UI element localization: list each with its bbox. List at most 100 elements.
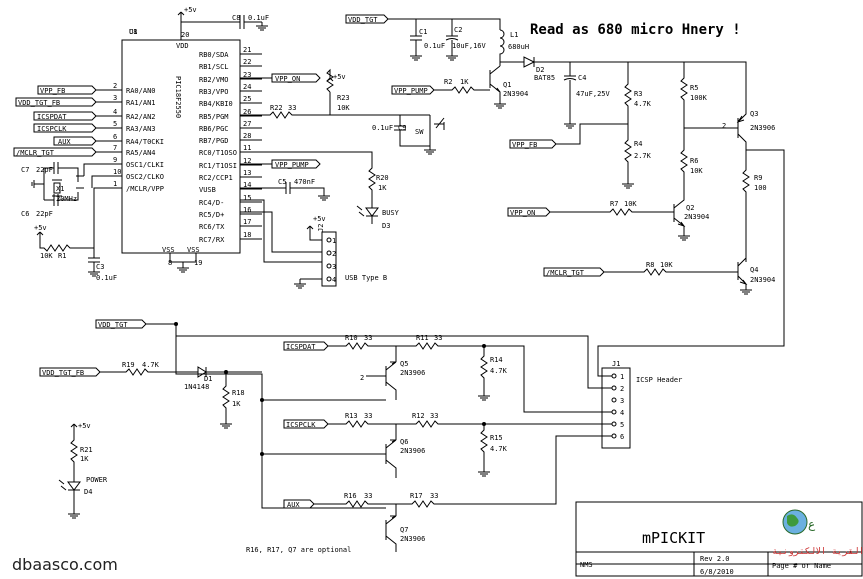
revision-text: Rev 2.0 <box>700 555 730 563</box>
mcu-pin-name: RB2/VMO <box>199 76 229 84</box>
r13-value: 33 <box>364 412 372 420</box>
r6-label: R6 <box>690 157 698 165</box>
j1-pin-number: 5 <box>620 421 624 429</box>
mcu-vss-pin-a: 8 <box>168 259 172 267</box>
r18-label: R18 <box>232 389 245 397</box>
q2-label: Q2 <box>686 204 694 212</box>
supply-r23: +5v <box>333 73 346 81</box>
net-vpp-fb-a: VPP_FB <box>40 87 65 95</box>
r21-value: 1K <box>80 455 89 463</box>
d2-label: D2 <box>536 66 544 74</box>
r8-label: R8 <box>646 261 654 269</box>
q6-value: 2N3906 <box>400 447 425 455</box>
r10-label: R10 <box>345 334 358 342</box>
d2-value: BAT85 <box>534 74 555 82</box>
j1-pin-contact <box>611 409 617 415</box>
r5-label: R5 <box>690 84 698 92</box>
j1-pin-number: 6 <box>620 433 624 441</box>
mcu-pin-name: /MCLR/VPP <box>126 185 164 193</box>
c6-label: C6 <box>21 210 29 218</box>
q6-label: Q6 <box>400 438 408 446</box>
switch-circuit: R22 33 +5v R23 10K 0.1uF C9 SW <box>240 68 445 155</box>
r10-value: 33 <box>364 334 372 342</box>
mcu-vss-pin-b: 19 <box>194 259 202 267</box>
r11-label: R11 <box>416 334 429 342</box>
sw-label: SW <box>415 128 424 136</box>
mcu-pin-number: 9 <box>113 156 117 164</box>
r22-label: R22 <box>270 104 283 112</box>
r4-value: 2.7K <box>634 152 652 160</box>
mcu-vss-label-b: VSS <box>187 246 200 254</box>
c7-value: 22pF <box>36 166 53 174</box>
net-aux-b: AUX <box>287 501 300 509</box>
r4-label: R4 <box>634 140 642 148</box>
c7-label: C7 <box>21 166 29 174</box>
mcu-pin-name: VUSB <box>199 186 216 194</box>
mcu-left-pins: 2RA0/AN03RA1/AN14RA2/AN25RA3/AN36RA4/T0C… <box>113 82 164 193</box>
j1-ref: J1 <box>612 360 620 368</box>
page-label: Page # or Name <box>772 562 831 570</box>
r7-label: R7 <box>610 200 618 208</box>
boost-converter: VDD_TGT C1 0.1uF C2 10uF,16V L1 680uH Q1… <box>345 14 785 377</box>
mcu-pin-number: 28 <box>243 132 251 140</box>
q1-label: Q1 <box>503 81 511 89</box>
supply-j2: +5v <box>313 215 326 223</box>
j1-pin-contact <box>611 385 617 391</box>
r12-label: R12 <box>412 412 425 420</box>
r14-label: R14 <box>490 356 503 364</box>
net-vdd-tgt-a: VDD_TGT <box>348 16 378 24</box>
mcu-pin-name: RA3/AN3 <box>126 125 156 133</box>
j2-body <box>321 231 337 287</box>
inductor-note: Read as 680 micro Hnery ! <box>530 22 741 38</box>
r9-value: 100 <box>754 184 767 192</box>
q2-value: 2N3904 <box>684 213 709 221</box>
c5-value: 470nF <box>294 178 315 186</box>
d4-label: POWER <box>86 476 108 484</box>
c2-label: C2 <box>454 26 462 34</box>
j2-pin-3: 3 <box>332 263 336 271</box>
d3-ref: D3 <box>382 222 390 230</box>
mcu-pin-number: 15 <box>243 194 251 202</box>
mcu-pin-number: 7 <box>113 144 117 152</box>
c4-value: 47uF,25V <box>576 90 611 98</box>
mcu-pin-name: RC0/T1OSO <box>199 149 237 157</box>
r17-value: 33 <box>430 492 438 500</box>
j1-pin-number: 3 <box>620 397 624 405</box>
mcu-pin-name: RA0/AN0 <box>126 87 156 95</box>
c2-value: 10uF,16V <box>452 42 487 50</box>
net-vdd-tgt-b: VDD_TGT <box>98 321 128 329</box>
mcu-u1: C8 U1 VDD 20 VSS VSS 8 19 PIC18F2550 2RA… <box>113 6 269 273</box>
mcu-pin-name: RA1/AN1 <box>126 99 156 107</box>
c1-label: C1 <box>419 28 427 36</box>
mcu-pin-name: RB6/PGC <box>199 125 229 133</box>
net-icspclk-a: ICSPCLK <box>37 125 67 133</box>
mcu-pin-name: OSC2/CLKO <box>126 173 164 181</box>
c8-label: C8 <box>232 14 240 22</box>
mcu-right-pins: RB0/SDA21RB1/SCL22RB2/VMO23RB3/VPO24RB4/… <box>199 46 262 244</box>
q4-value: 2N3904 <box>750 276 775 284</box>
d4-ref: D4 <box>84 488 92 496</box>
mcu-pin-name: RB3/VPO <box>199 88 229 96</box>
j1-pin-number: 1 <box>620 373 624 381</box>
mcu-pin-number: 18 <box>243 231 251 239</box>
r1-value: 10K <box>40 252 53 260</box>
j1-body <box>601 367 631 449</box>
mcu-left-nets: VPP_FB VDD_TGT_FB ICSPDAT ICSPCLK AUX /M… <box>13 85 122 157</box>
mcu-ref: C8 <box>129 28 137 36</box>
mcu-pin-number: 12 <box>243 157 251 165</box>
mcu-pin-number: 14 <box>243 181 251 189</box>
mcu-pin-name: RB1/SCL <box>199 63 229 71</box>
r3-label: R3 <box>634 90 642 98</box>
mcu-pin-number: 26 <box>243 108 251 116</box>
c5-label: C5 <box>278 178 286 186</box>
mcu-vdd-label: VDD <box>176 42 189 50</box>
power-led-circuit: +5v R21 1K POWER D4 <box>58 422 108 519</box>
mcu-pin-number: 5 <box>113 120 117 128</box>
mcu-pin-name: RC1/T1OSI <box>199 162 237 170</box>
mcu-vdd-pin: 20 <box>181 31 189 39</box>
c4-label: C4 <box>578 74 586 82</box>
r17-label: R17 <box>410 492 423 500</box>
mcu-pin-number: 17 <box>243 218 251 226</box>
net-vpp-pump-a: VPP_PUMP <box>275 161 309 169</box>
